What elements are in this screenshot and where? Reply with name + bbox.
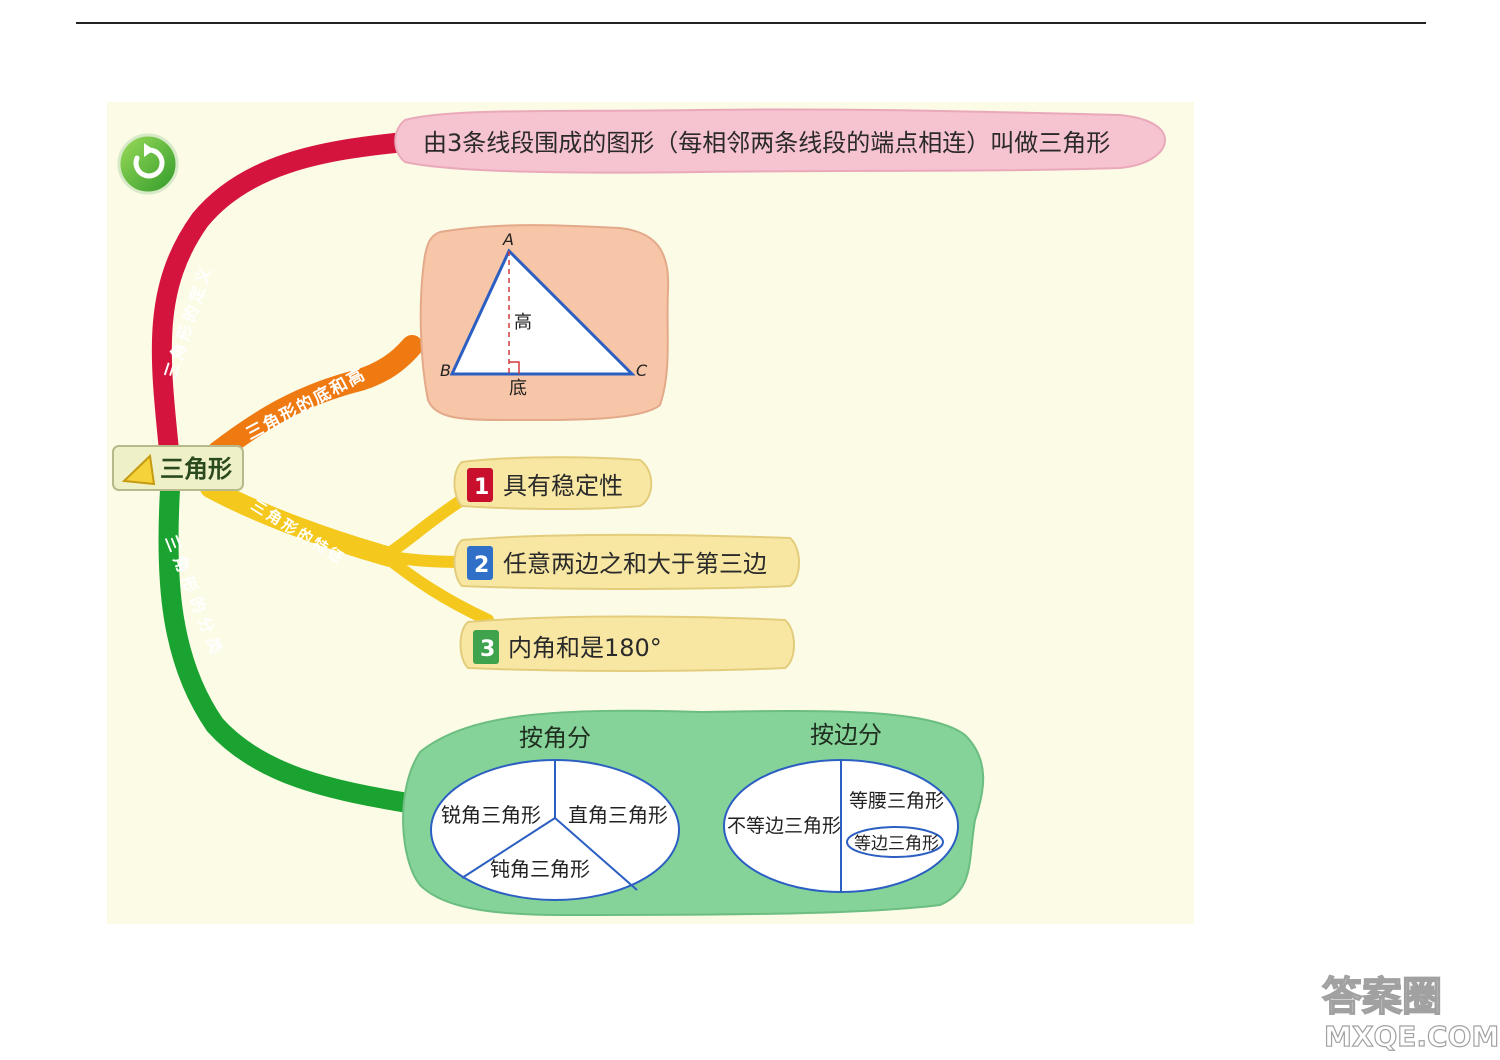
definition-node: 由3条线段围成的图形（每相邻两条线段的端点相连）叫做三角形 bbox=[394, 108, 1167, 174]
isosceles-triangle-label: 等腰三角形 bbox=[849, 790, 944, 812]
feature-number-3: 3 bbox=[480, 637, 495, 662]
classification-node: 按角分 锐角三角形 直角三角形 钝角三角形 按边分 不等边三角形 等腰三角形 等… bbox=[402, 709, 985, 917]
base-height-branch bbox=[207, 335, 423, 463]
root-label: 三角形 bbox=[160, 455, 232, 483]
triangle-figure: A B C 高 底 bbox=[419, 224, 670, 422]
root-node: 三角形 bbox=[112, 445, 244, 491]
feature-item-2: 2 任意两边之和大于第三边 bbox=[453, 533, 800, 590]
watermark-line2: MXQE.COM bbox=[1324, 1020, 1499, 1053]
features-branch-3 bbox=[379, 550, 494, 626]
vertex-c-label: C bbox=[636, 361, 648, 380]
base-height-branch-label: 三角形的底和高 bbox=[242, 363, 369, 444]
feature-number-2: 2 bbox=[474, 553, 489, 578]
equilateral-triangle-label: 等边三角形 bbox=[854, 834, 939, 854]
right-triangle-label: 直角三角形 bbox=[568, 803, 668, 827]
feature-text-2: 任意两边之和大于第三边 bbox=[503, 550, 767, 578]
vertex-a-label: A bbox=[502, 230, 514, 249]
back-icon[interactable] bbox=[117, 133, 179, 195]
definition-branch bbox=[151, 132, 415, 470]
acute-triangle-label: 锐角三角形 bbox=[441, 803, 541, 827]
by-angle-title: 按角分 bbox=[519, 724, 591, 752]
vertex-b-label: B bbox=[440, 361, 451, 380]
watermark: 答案圈 MXQE.COM bbox=[1321, 973, 1500, 1053]
obtuse-triangle-label: 钝角三角形 bbox=[490, 857, 590, 881]
feature-text-1: 具有稳定性 bbox=[503, 472, 623, 500]
top-rule bbox=[76, 22, 1426, 24]
features-branch-1 bbox=[379, 492, 471, 562]
by-side-title: 按边分 bbox=[810, 721, 882, 749]
feature-item-1: 1 具有稳定性 bbox=[453, 456, 653, 510]
scalene-triangle-label: 不等边三角形 bbox=[727, 815, 841, 837]
feature-item-3: 3 内角和是180° bbox=[459, 615, 795, 672]
feature-number-1: 1 bbox=[474, 475, 489, 500]
classification-branch bbox=[158, 480, 418, 813]
watermark-line1: 答案圈 bbox=[1322, 974, 1442, 1020]
base-label: 底 bbox=[509, 378, 527, 399]
height-label: 高 bbox=[514, 312, 532, 333]
triangle-icon bbox=[121, 453, 156, 486]
definition-text: 由3条线段围成的图形（每相邻两条线段的端点相连）叫做三角形 bbox=[423, 129, 1110, 157]
features-branch bbox=[200, 478, 400, 567]
feature-text-3: 内角和是180° bbox=[508, 634, 662, 662]
